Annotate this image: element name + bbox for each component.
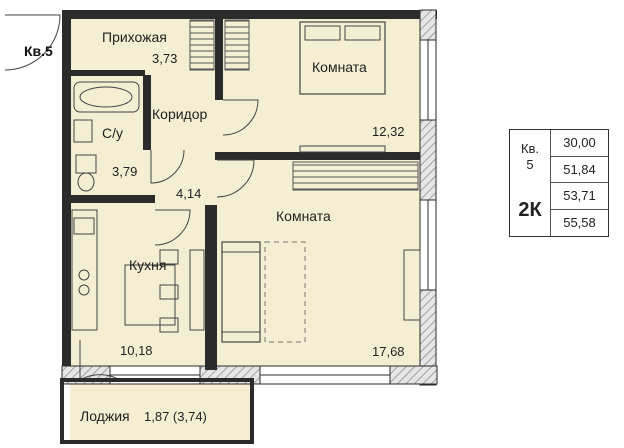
apartment-tag: Кв.5: [24, 43, 53, 59]
wall-kitchen-right: [205, 205, 217, 370]
room-area-bedroom: 12,32: [372, 124, 405, 139]
door-kitchen: [154, 209, 191, 246]
info-apartment-type: 2К: [518, 198, 542, 221]
door-living: [216, 159, 255, 198]
room-name-living: Комната: [276, 208, 331, 224]
wall-bathroom-bottom: [70, 195, 155, 203]
wall-left: [62, 10, 71, 382]
info-apartment-number: Кв. 5: [510, 130, 550, 183]
room-name-bathroom: С/у: [102, 125, 123, 141]
kitchen-counter: [71, 209, 98, 331]
room-area-living: 17,68: [372, 344, 405, 359]
room-area-corridor: 4,14: [176, 186, 201, 201]
info-apt-label-line1: Кв.: [520, 140, 540, 156]
bathtub: [73, 81, 140, 113]
tv-stand: [299, 145, 386, 153]
sink: [73, 119, 93, 143]
room-name-hallway: Прихожая: [102, 29, 167, 45]
wall-top: [62, 10, 437, 19]
wall-hall-divider: [215, 15, 223, 100]
loggia-outline: [60, 378, 254, 444]
closet-hall-1: [189, 19, 215, 71]
room-name-bedroom: Комната: [312, 59, 367, 75]
rug: [264, 241, 306, 343]
info-area-full: 55,58: [550, 209, 608, 236]
room-area-kitchen: 10,18: [120, 343, 153, 358]
room-area-hallway: 3,73: [152, 51, 177, 66]
tv-living: [403, 249, 421, 321]
closet-hall-2: [224, 19, 250, 71]
room-name-loggia: Лоджия: [80, 408, 130, 424]
info-area-with-loggia: 53,71: [550, 183, 608, 210]
room-area-loggia: 1,87 (3,74): [144, 409, 207, 424]
door-bedroom: [222, 99, 259, 136]
info-area-total: 51,84: [550, 156, 608, 183]
door-entrance: [4, 14, 61, 71]
bed: [299, 21, 386, 95]
room-name-corridor: Коридор: [152, 106, 208, 122]
kitchen-table: [124, 264, 176, 326]
room-area-bathroom: 3,79: [112, 164, 137, 179]
wall-bathroom-right: [143, 75, 151, 150]
info-apt-label-line2: 5: [526, 156, 534, 172]
apartment-info-table: Кв. 5 30,00 51,84 2К 53,71 55,58: [509, 129, 609, 237]
room-name-kitchen: Кухня: [129, 257, 166, 273]
info-area-living: 30,00: [550, 130, 608, 157]
closet-living: [292, 161, 419, 191]
wall-bedroom-bottom: [215, 152, 420, 160]
wall-bathroom-corridor: [70, 70, 145, 76]
door-bathroom: [150, 149, 185, 184]
floor-loggia: [70, 380, 250, 440]
